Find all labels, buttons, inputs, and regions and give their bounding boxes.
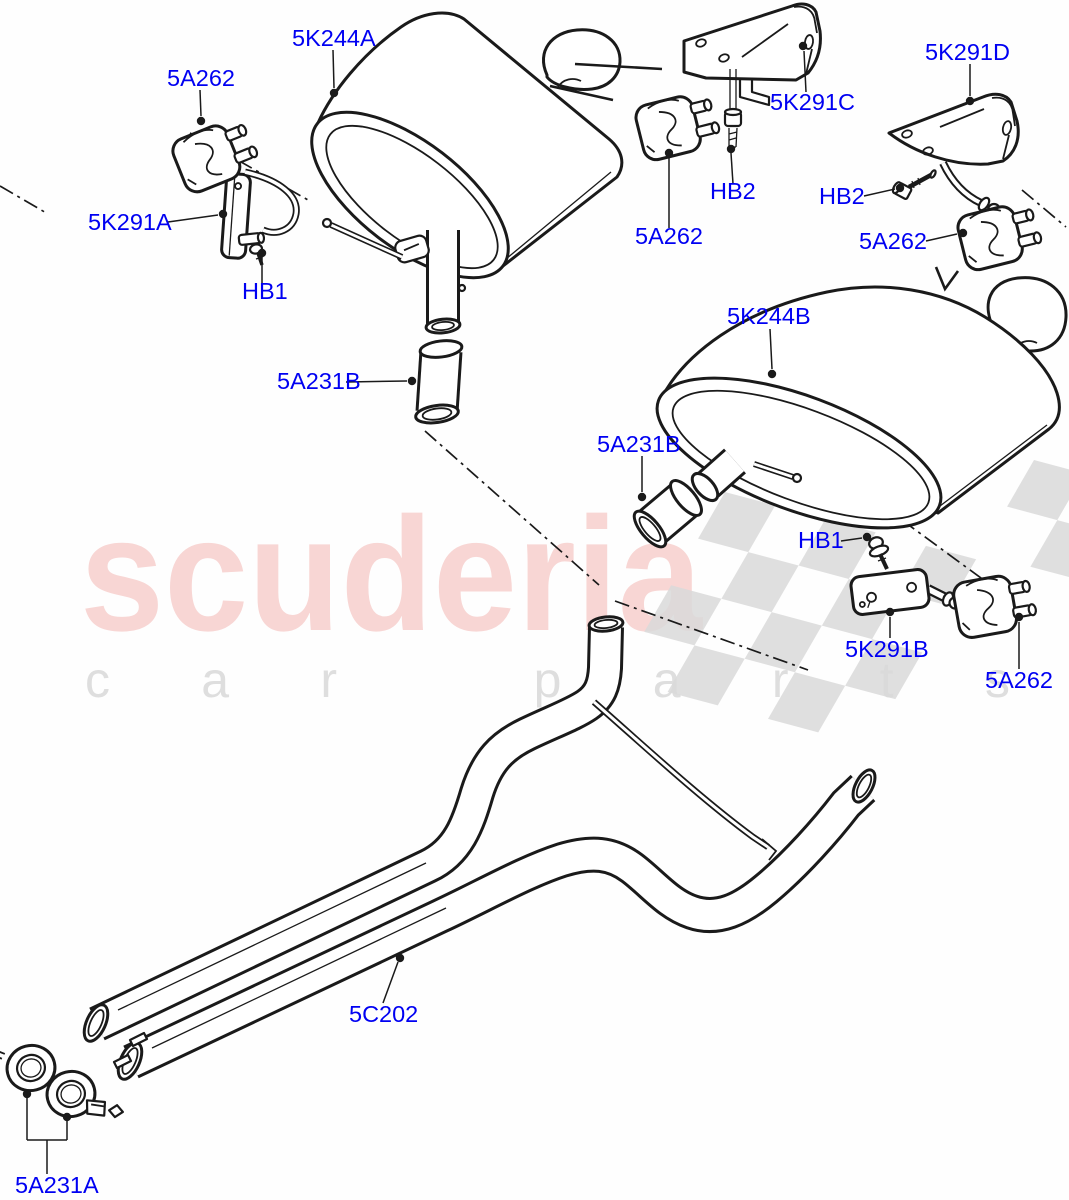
tailpipe-tip (541, 28, 622, 91)
part-link-5k291d[interactable]: 5K291D (925, 39, 1010, 65)
part-link-hb2-middle[interactable]: HB2 (710, 178, 756, 204)
part-link-5k244b[interactable]: 5K244B (727, 303, 811, 329)
rubber-mount-5a262-top-right (953, 197, 1047, 274)
bolt-hb2-middle (723, 107, 743, 148)
part-link-5k291b[interactable]: 5K291B (845, 636, 929, 662)
part-link-hb1-top-left[interactable]: HB1 (242, 278, 288, 304)
muffler-right-5k244b (655, 276, 1068, 530)
callout-leaders (22, 41, 1024, 1174)
support-bracket-5k291c (682, 2, 822, 148)
pipe-clamps-5a231a (0, 1043, 124, 1119)
part-link-hb1-middle[interactable]: HB1 (798, 527, 844, 553)
part-link-5k291c[interactable]: 5K291C (770, 89, 855, 115)
part-link-hb2-right[interactable]: HB2 (819, 183, 865, 209)
part-link-5k291a[interactable]: 5K291A (88, 209, 172, 235)
part-link-5a231b-left[interactable]: 5A231B (277, 368, 361, 394)
pointer-arrows (549, 62, 960, 292)
hanger-bracket-5k291a (220, 168, 300, 260)
part-link-5a231b-middle[interactable]: 5A231B (597, 431, 681, 457)
part-link-5a262-top-right[interactable]: 5A262 (859, 228, 927, 254)
hanger-plate-5k291b (849, 568, 962, 616)
part-number-callouts: 5A262 5K244A 5K291A HB1 5A231B 5K291C HB… (15, 25, 1053, 1198)
centre-exhaust-pipe-5c202 (82, 615, 877, 1081)
bolt-hb1-middle (868, 536, 890, 570)
coupling-sleeve-5a231b-left (414, 339, 464, 425)
muffler-left-5k244a (310, 11, 624, 335)
part-link-5a262-top-middle[interactable]: 5A262 (635, 223, 703, 249)
rubber-mount-5a262-middle-right (950, 569, 1041, 641)
part-link-5c202[interactable]: 5C202 (349, 1001, 418, 1027)
coupling-sleeve-5a231b-middle (632, 479, 703, 549)
rubber-mount-5a262-top-middle (631, 87, 725, 164)
part-link-5a262-mid-right[interactable]: 5A262 (985, 667, 1053, 693)
part-link-5k244a[interactable]: 5K244A (292, 25, 376, 51)
part-link-5a262-top-left[interactable]: 5A262 (167, 65, 235, 91)
pipe-hanger-rod (591, 699, 778, 861)
part-link-5a231a[interactable]: 5A231A (15, 1172, 99, 1198)
